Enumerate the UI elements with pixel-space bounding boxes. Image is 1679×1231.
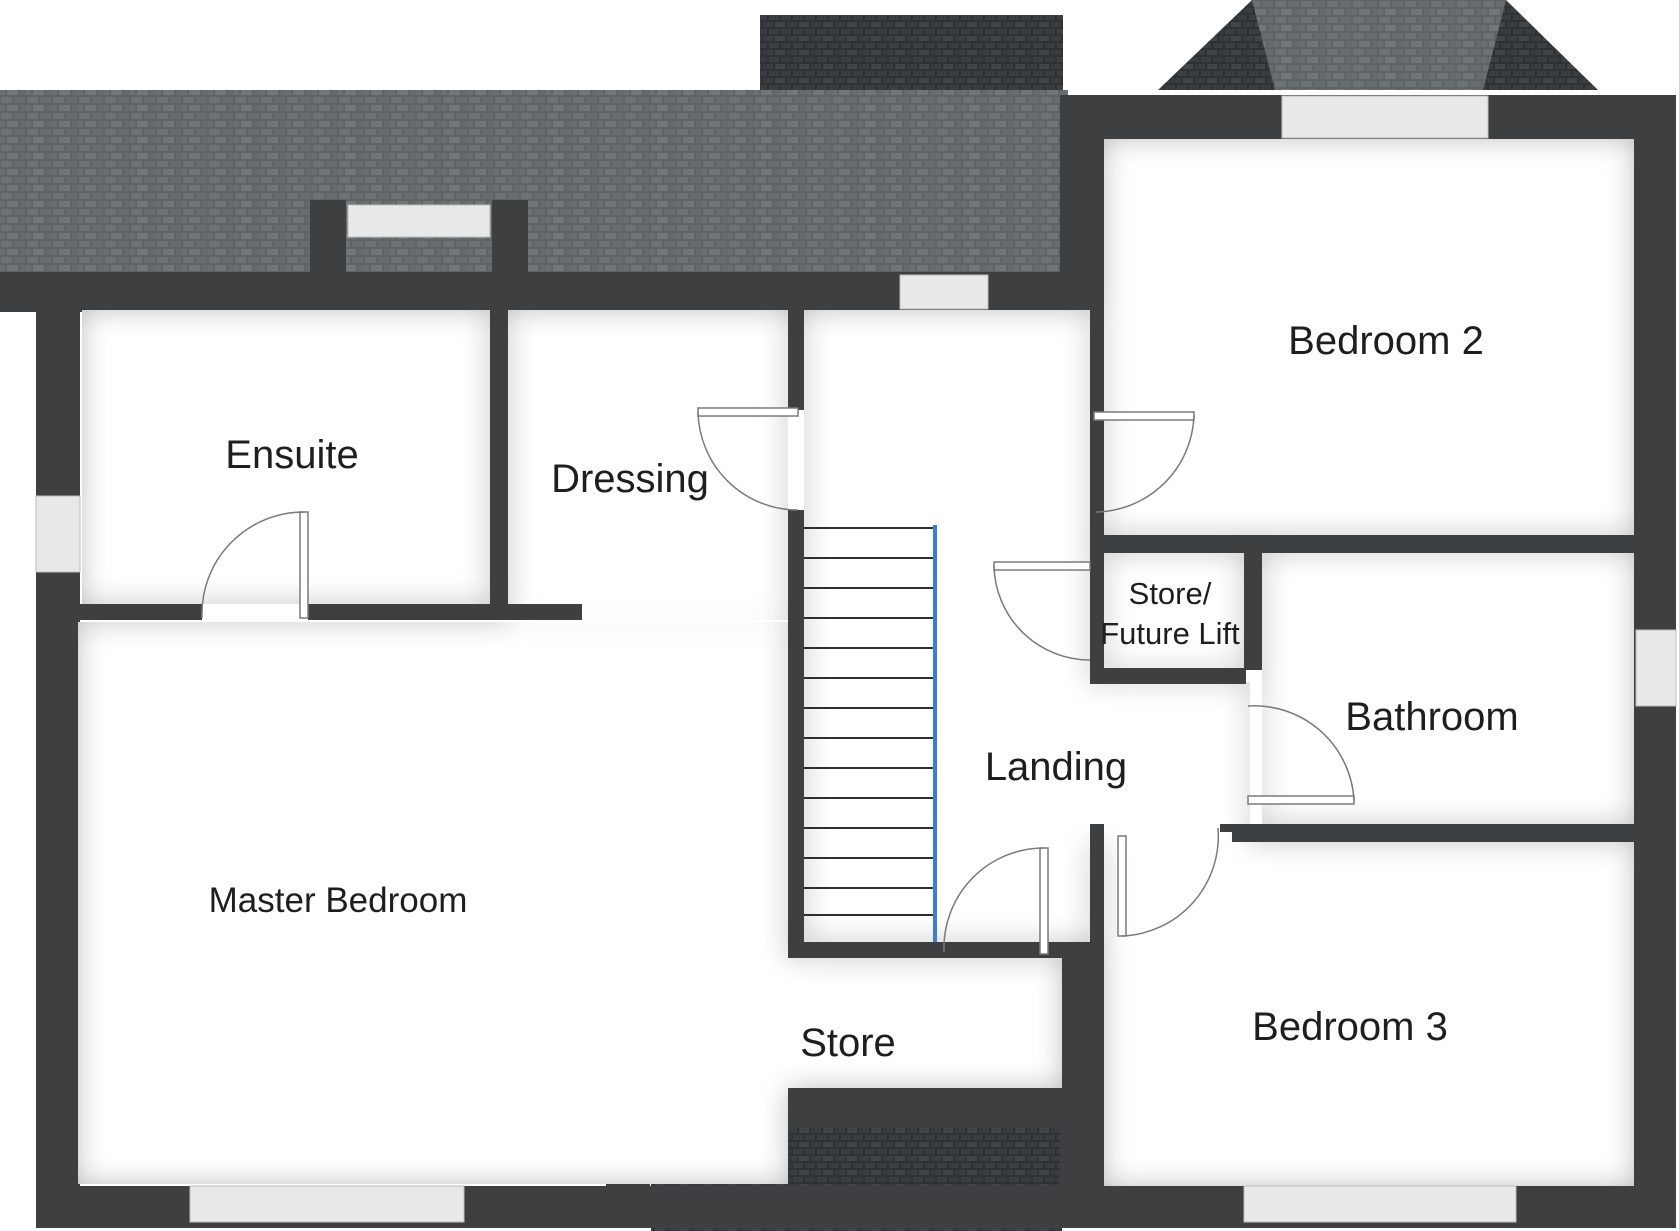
store-lift-label-line1: Store/: [1129, 576, 1212, 611]
bedroom3-floor: [1104, 842, 1634, 1186]
master-bedroom-label: Master Bedroom: [209, 881, 468, 920]
door-swing-icon: [993, 561, 1091, 661]
window-icon: [899, 274, 989, 310]
staircase-icon: [804, 527, 934, 916]
doors: [201, 407, 1355, 955]
bay-roof-face: [1252, 0, 1506, 90]
store-floor: [652, 958, 1062, 1088]
window-icon: [35, 495, 81, 573]
window-icon: [1281, 95, 1489, 139]
dressing-floor: [508, 310, 788, 620]
door-swing-icon: [697, 407, 799, 511]
window-icon: [1243, 1185, 1517, 1223]
windows: [35, 95, 1677, 1223]
ensuite-floor: [82, 310, 490, 604]
window-icon: [1635, 629, 1677, 707]
dressing-label: Dressing: [551, 457, 709, 501]
top-chimney-roof: [760, 15, 1063, 90]
bathroom-floor: [1262, 552, 1634, 824]
door-swing-icon: [1247, 705, 1355, 805]
landing-floor: [804, 310, 1090, 942]
bedroom-2-label: Bedroom 2: [1288, 319, 1484, 363]
storelift-floor: [1104, 552, 1244, 670]
interior-walls: [78, 300, 1636, 942]
ensuite-label: Ensuite: [225, 433, 358, 477]
bathroom-label: Bathroom: [1345, 695, 1518, 739]
bedroom2-floor: [1104, 139, 1634, 535]
store-lift-label-line2: Future Lift: [1100, 616, 1240, 651]
floors: [78, 139, 1634, 1186]
store-label: Store: [800, 1021, 896, 1065]
master-left-floor: [78, 622, 606, 1184]
landing-label: Landing: [985, 745, 1127, 789]
bedroom-3-label: Bedroom 3: [1252, 1005, 1448, 1049]
door-swing-icon: [943, 847, 1049, 955]
door-swing-icon: [1117, 827, 1220, 937]
door-swing-icon: [1093, 411, 1195, 513]
window-icon: [347, 204, 491, 238]
landing-right-floor: [1090, 682, 1250, 842]
main-roof: [0, 90, 1068, 276]
door-swing-icon: [201, 511, 309, 619]
window-icon: [189, 1185, 465, 1223]
